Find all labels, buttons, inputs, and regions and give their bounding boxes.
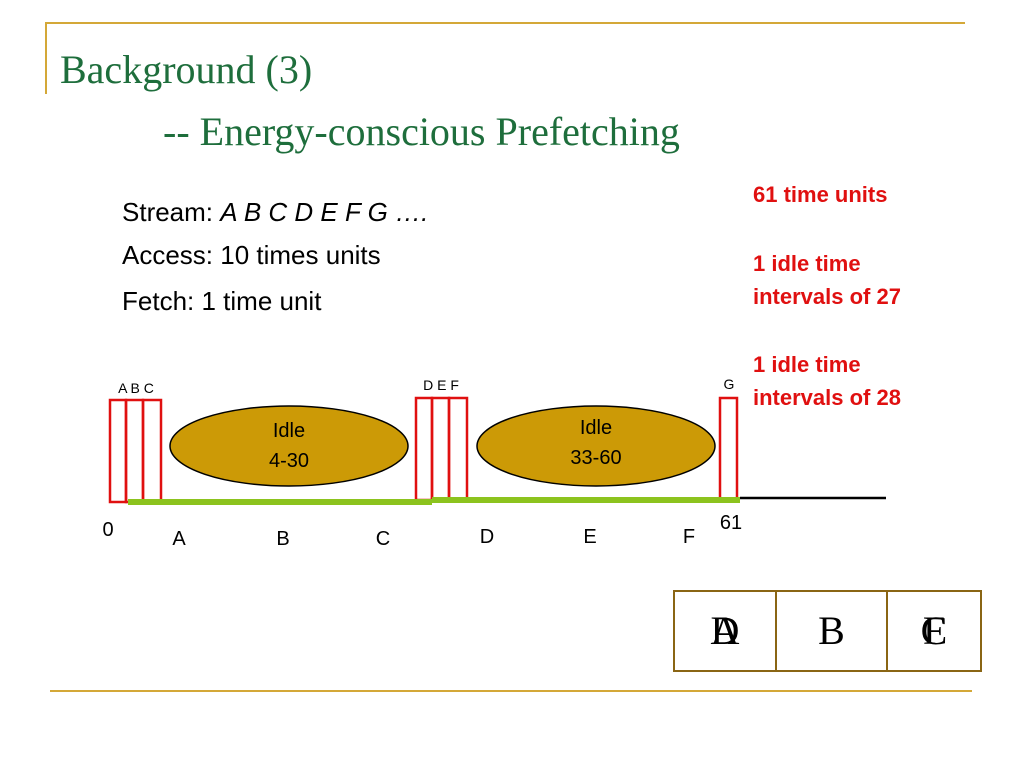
- stream-line: Stream: A B C D E F G ….: [122, 197, 428, 228]
- fetch-bar-f: [447, 396, 469, 502]
- note-idle-2-line2: intervals of 28: [753, 385, 901, 410]
- access-label-e: E: [583, 526, 596, 548]
- cache-cell-1-front: D: [710, 608, 740, 653]
- cache-cell-3-letters: C F: [914, 607, 954, 655]
- idle-period-1: [169, 405, 409, 487]
- access-label-a: A: [172, 528, 186, 550]
- idle-range-2: 33-60: [570, 447, 621, 469]
- slide-subtitle: -- Energy-conscious Prefetching: [163, 109, 680, 154]
- cache-cell-3: C F: [886, 590, 982, 672]
- slide-title: Background (3): [60, 47, 313, 92]
- cache-cell-1-letters: A D: [705, 607, 745, 655]
- idle-range-1: 4-30: [269, 450, 309, 472]
- bottom-accent-line: [50, 690, 972, 692]
- cache-cell-3-back: C: [920, 608, 948, 653]
- stream-value: A B C D E F G ….: [220, 197, 429, 227]
- cache-cell-3-front: F: [922, 608, 946, 653]
- fetch-bar-b: [124, 398, 145, 504]
- fetch-bar-g: [718, 396, 739, 502]
- idle-label-1: Idle: [273, 420, 305, 442]
- idle-period-2: [476, 405, 716, 487]
- group-label-def: D E F: [423, 377, 459, 393]
- fetch-line: Fetch: 1 time unit: [122, 286, 322, 316]
- fetch-bar-c: [141, 398, 163, 504]
- fetch-bar-a: [108, 398, 128, 504]
- cache-cell-2-front: B: [818, 608, 845, 653]
- fetch-bar-d: [414, 396, 434, 502]
- top-accent-line: [45, 22, 965, 24]
- note-idle-1-line2: intervals of 27: [753, 284, 901, 309]
- cache-cell-2: B: [775, 590, 888, 672]
- access-label-c: C: [376, 528, 390, 550]
- group-label-g: G: [724, 376, 735, 392]
- access-line: Access: 10 times units: [122, 240, 381, 270]
- axis-end-label: 61: [720, 512, 742, 534]
- group-label-abc: A B C: [118, 380, 154, 396]
- idle-label-2: Idle: [580, 417, 612, 439]
- cache-cell-2-letters: B: [812, 607, 852, 655]
- note-idle-1-line1: 1 idle time: [753, 251, 861, 276]
- note-total-time: 61 time units: [753, 182, 888, 207]
- note-idle-2-line1: 1 idle time: [753, 352, 861, 377]
- cache-cell-1-back: A: [710, 608, 740, 653]
- left-accent-line: [45, 22, 47, 94]
- axis-start-label: 0: [102, 519, 113, 541]
- cache-cell-1: A D: [673, 590, 777, 672]
- access-label-b: B: [276, 528, 289, 550]
- access-label-d: D: [480, 526, 494, 548]
- stream-label: Stream:: [122, 197, 214, 227]
- fetch-bar-e: [430, 396, 451, 502]
- access-label-f: F: [683, 526, 695, 548]
